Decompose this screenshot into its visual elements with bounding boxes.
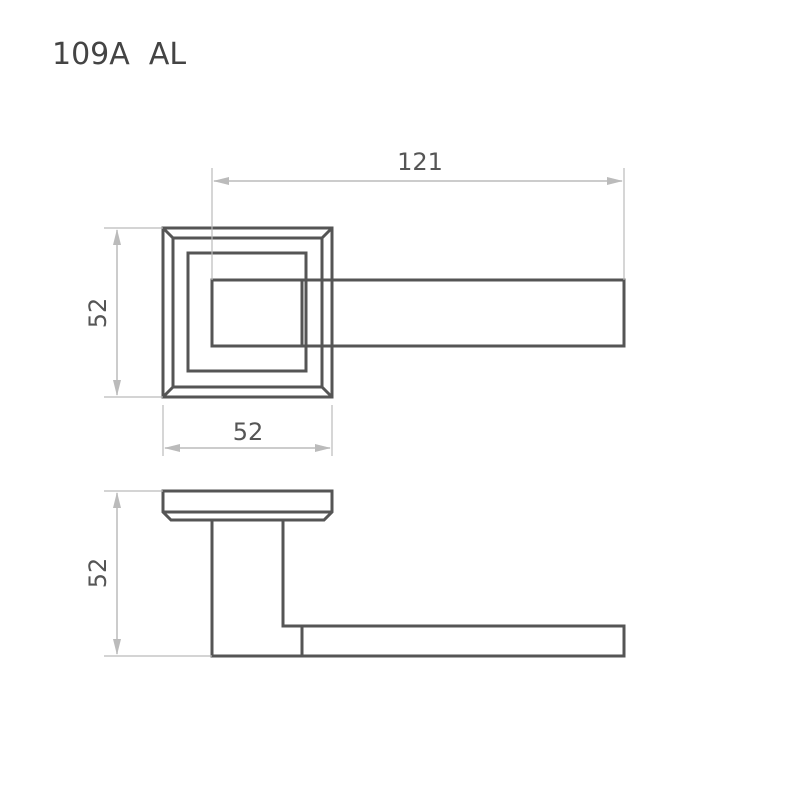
model-title: 109A AL xyxy=(52,37,186,72)
dimension-label-121: 121 xyxy=(397,148,443,176)
side-view xyxy=(161,489,626,658)
front-view xyxy=(161,226,626,399)
handle-side-profile xyxy=(210,518,626,658)
rosette-outer-square xyxy=(161,226,334,399)
dimension-label-52-horizontal: 52 xyxy=(233,418,264,446)
rosette-inner-square xyxy=(186,251,308,373)
dimension-label-52-vertical: 52 xyxy=(84,298,112,329)
handle-neck xyxy=(210,278,304,348)
rosette-plate-side xyxy=(161,489,334,522)
dimension-overall-height: 52 xyxy=(84,490,212,657)
handle-lever xyxy=(300,278,626,348)
dimension-label-52-side: 52 xyxy=(84,558,112,589)
dimension-handle-length: 121 xyxy=(211,148,625,280)
dimension-rosette-height: 52 xyxy=(84,227,163,398)
rosette-bevel-corners xyxy=(161,226,334,399)
dimension-rosette-width: 52 xyxy=(162,405,333,456)
rosette-bevel-square xyxy=(171,236,324,389)
handle-joint-line xyxy=(283,624,304,656)
